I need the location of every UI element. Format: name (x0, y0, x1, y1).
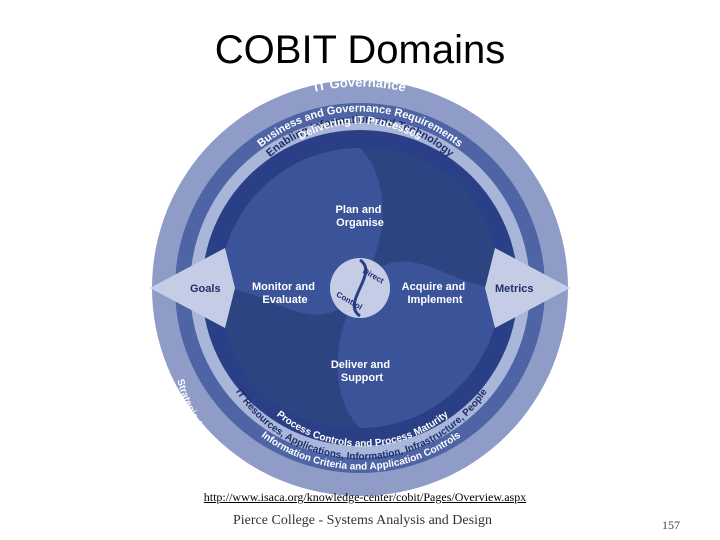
cobit-diagram: IT Governance Business and Governance Re… (150, 78, 570, 498)
domain-deliver-support: Deliver and Support (331, 359, 393, 384)
label-it-governance: IT Governance (313, 78, 408, 95)
domain-acquire-implement: Acquire and Implement (402, 281, 469, 306)
domain-plan-organise: Plan and Organise (336, 204, 385, 229)
footer-text: Pierce College - Systems Analysis and De… (233, 513, 492, 528)
metrics-arrow (485, 248, 570, 328)
label-metrics: Metrics (495, 283, 534, 295)
center-swirl (352, 258, 368, 318)
swirl-bottom-left (220, 288, 360, 428)
page-number: 157 (662, 518, 680, 532)
goals-arrow (150, 248, 235, 328)
domain-monitor-evaluate: Monitor and Evaluate (252, 281, 318, 306)
label-goals: Goals (190, 283, 221, 295)
source-link[interactable]: http://www.isaca.org/knowledge-center/co… (203, 490, 527, 504)
swirl-top-right (360, 148, 500, 288)
slide-title: COBIT Domains (214, 28, 506, 72)
